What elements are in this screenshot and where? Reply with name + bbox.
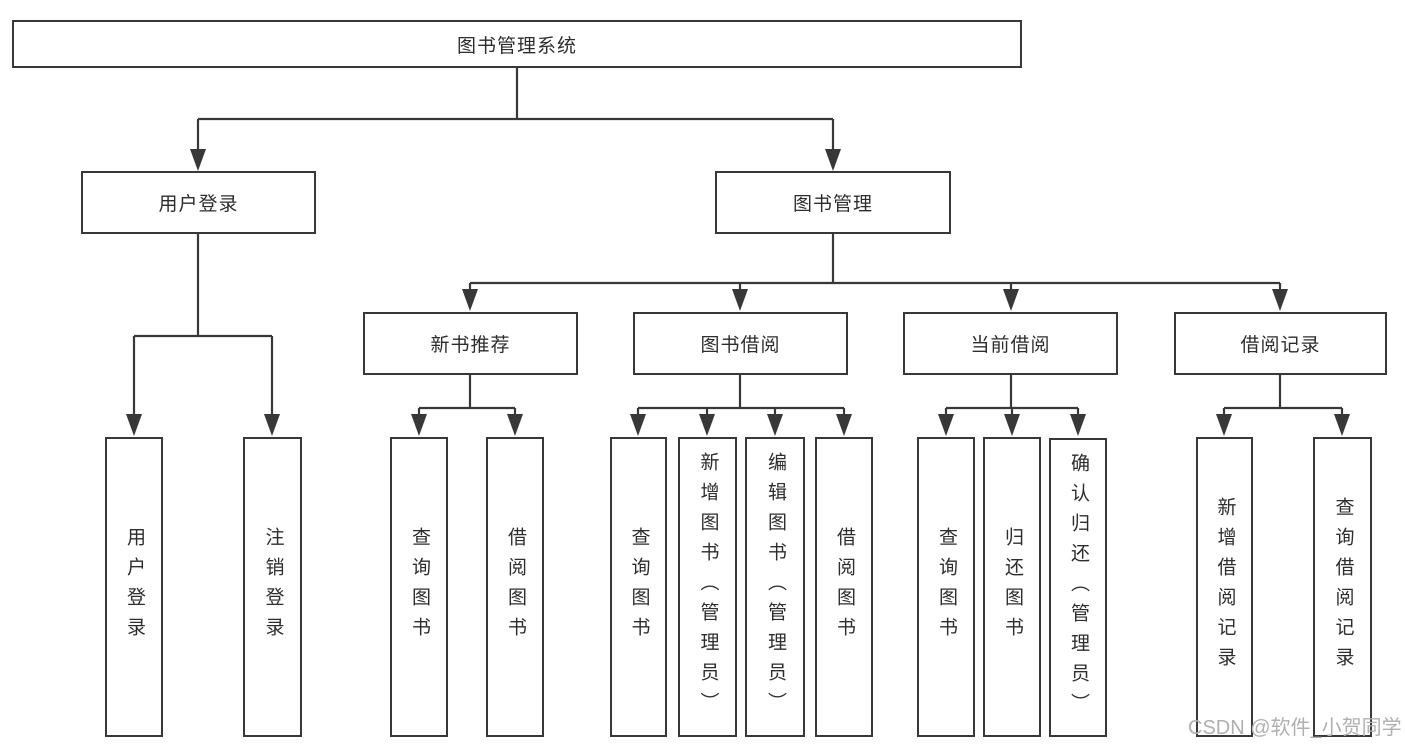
- node-label: 编辑图书（管理员）: [765, 452, 786, 722]
- node-label: 当前借阅: [970, 335, 1051, 356]
- node-current-borrow: 当前借阅: [903, 312, 1118, 375]
- node-label: 查询图书: [628, 527, 650, 647]
- watermark-csdn: CSDN @软件_小贺同学: [1188, 717, 1402, 739]
- node-label: 新增图书（管理员）: [697, 452, 719, 722]
- arrowheads-level2: [190, 149, 841, 171]
- leaf-add-book-admin: 新增图书（管理员）: [678, 437, 737, 737]
- node-label: 图书管理系统: [456, 35, 577, 57]
- node-library-management-system: 图书管理系统: [12, 20, 1022, 68]
- node-label: 用户登录: [124, 527, 145, 647]
- arrowheads-level3: [462, 289, 1288, 311]
- leaf-return-book: 归还图书: [983, 437, 1041, 737]
- arrowheads-current-leaves: [938, 414, 1086, 436]
- node-label: 归还图书: [1002, 527, 1023, 647]
- connector-new-books-to-leaves: [417, 375, 517, 415]
- leaf-query-books-borrow: 查询图书: [610, 437, 667, 737]
- connector-borrow-to-leaves: [636, 375, 846, 415]
- connector-book-mgmt-to-level3: [468, 234, 1282, 291]
- leaf-confirm-return-admin: 确认归还（管理员）: [1049, 438, 1107, 737]
- node-label: 新书推荐: [430, 335, 511, 356]
- leaf-query-books-recommend: 查询图书: [390, 437, 448, 737]
- leaf-borrow-books-recommend: 借阅图书: [486, 437, 544, 737]
- connector-root-to-level2: [196, 68, 835, 152]
- node-label: 图书管理: [792, 194, 873, 215]
- node-book-management: 图书管理: [715, 171, 951, 234]
- node-label: 用户登录: [158, 194, 239, 215]
- node-user-login: 用户登录: [81, 171, 316, 234]
- node-label: 确认归还（管理员）: [1068, 452, 1089, 723]
- arrowheads-new-books-leaves: [411, 414, 523, 436]
- node-label: 查询借阅记录: [1332, 497, 1354, 677]
- connector-records-to-leaves: [1222, 375, 1344, 415]
- node-label: 图书借阅: [700, 335, 781, 356]
- node-borrow-records: 借阅记录: [1174, 312, 1387, 375]
- node-label: 查询图书: [409, 527, 430, 647]
- node-new-book-recommend: 新书推荐: [363, 312, 578, 375]
- connector-current-to-leaves: [944, 375, 1080, 415]
- arrowheads-borrow-leaves: [630, 414, 852, 436]
- arrowheads-user-login-leaves: [126, 414, 280, 436]
- node-label: 借阅记录: [1240, 335, 1321, 356]
- connector-user-login-to-leaves: [132, 234, 274, 415]
- leaf-query-borrow-record: 查询借阅记录: [1313, 437, 1372, 737]
- node-label: 查询图书: [936, 527, 957, 647]
- leaf-user-login: 用户登录: [105, 437, 163, 737]
- leaf-borrow-books: 借阅图书: [815, 437, 873, 737]
- node-label: 借阅图书: [834, 527, 855, 647]
- leaf-add-borrow-record: 新增借阅记录: [1196, 437, 1253, 737]
- leaf-edit-book-admin: 编辑图书（管理员）: [745, 437, 805, 737]
- leaf-logout: 注销登录: [243, 437, 302, 737]
- node-label: 新增借阅记录: [1214, 497, 1236, 677]
- leaf-query-books-current: 查询图书: [917, 437, 975, 737]
- node-label: 注销登录: [262, 527, 284, 647]
- node-label: 借阅图书: [505, 527, 526, 647]
- arrowheads-records-leaves: [1216, 414, 1350, 436]
- node-book-borrow: 图书借阅: [633, 312, 848, 375]
